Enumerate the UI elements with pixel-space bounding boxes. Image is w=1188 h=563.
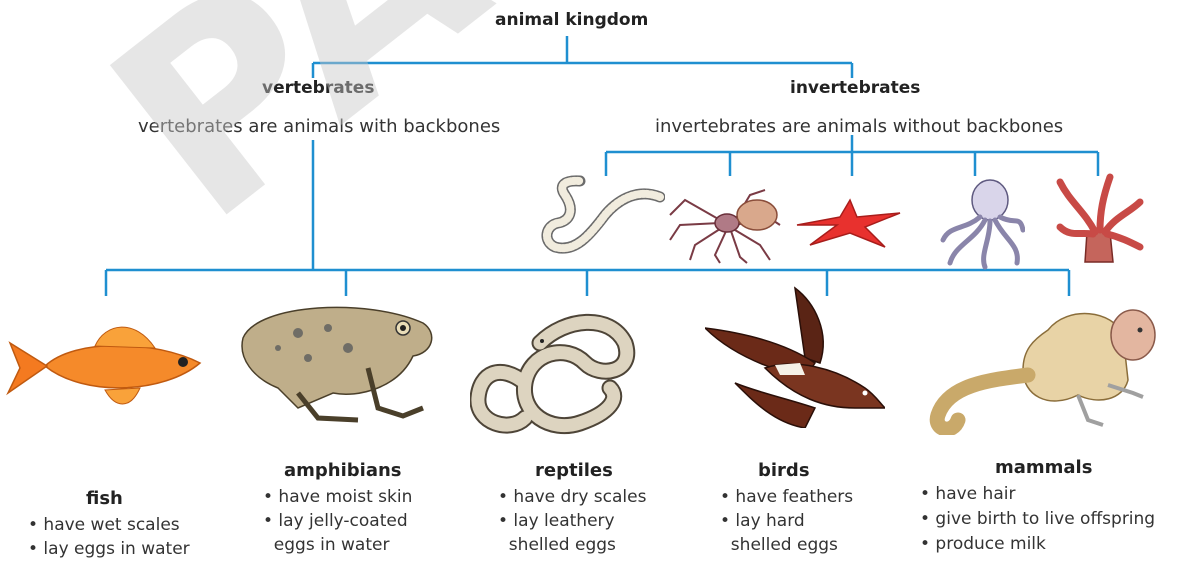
- birds-trait: shelled eggs: [720, 534, 838, 557]
- reptiles-trait: • have dry scales: [498, 486, 646, 509]
- group-reptiles-name: reptiles: [535, 460, 613, 481]
- group-birds-name: birds: [758, 460, 810, 481]
- vertebrates-definition: vertebrates are animals with backbones: [138, 116, 500, 137]
- reptiles-trait: • lay leathery: [498, 510, 615, 533]
- amphibians-trait: • lay jelly-coated: [263, 510, 408, 533]
- fish-trait: • lay eggs in water: [28, 538, 190, 561]
- mammals-trait: • produce milk: [920, 533, 1046, 556]
- mammals-trait: • give birth to live offspring: [920, 508, 1155, 531]
- birds-trait: • lay hard: [720, 510, 805, 533]
- root-label: animal kingdom: [495, 10, 648, 30]
- group-amphibians-name: amphibians: [284, 460, 402, 481]
- worm-illustration: [540, 175, 665, 260]
- frog-illustration: [238, 298, 443, 423]
- amphibians-trait: eggs in water: [263, 534, 389, 557]
- invertebrates-definition: invertebrates are animals without backbo…: [655, 116, 1063, 137]
- mammals-trait: • have hair: [920, 483, 1015, 506]
- group-fish-name: fish: [86, 488, 123, 509]
- monkey-illustration: [928, 285, 1178, 435]
- sea-anemone-illustration: [1055, 172, 1145, 267]
- fish-trait: • have wet scales: [28, 514, 180, 537]
- birds-trait: • have feathers: [720, 486, 853, 509]
- fish-illustration: [5, 318, 210, 413]
- bird-illustration: [705, 283, 885, 428]
- group-mammals-name: mammals: [995, 457, 1092, 478]
- vertebrates-label: vertebrates: [262, 78, 374, 98]
- reptiles-trait: shelled eggs: [498, 534, 616, 557]
- octopus-illustration: [935, 175, 1025, 270]
- amphibians-trait: • have moist skin: [263, 486, 412, 509]
- invertebrates-label: invertebrates: [790, 78, 920, 98]
- starfish-illustration: [795, 195, 905, 250]
- spider-illustration: [665, 185, 790, 265]
- snake-illustration: [470, 303, 640, 443]
